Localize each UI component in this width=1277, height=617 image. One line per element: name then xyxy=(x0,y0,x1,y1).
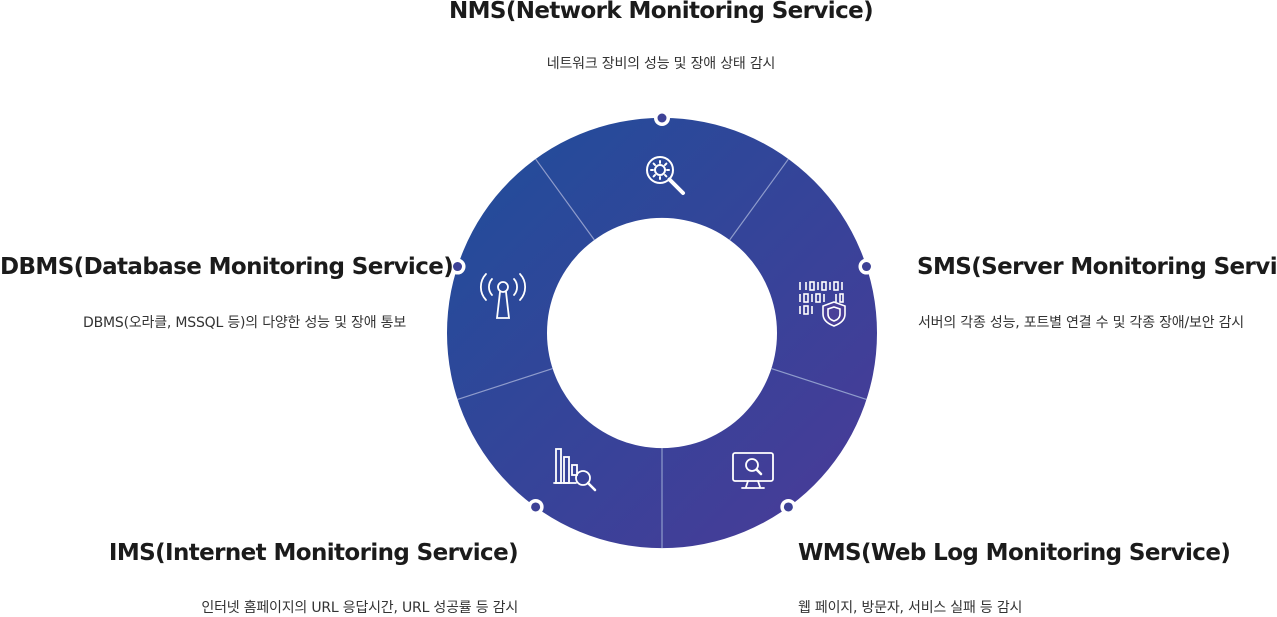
ims-description: 인터넷 홈페이지의 URL 응답시간, URL 성공률 등 감시 xyxy=(201,600,518,616)
antenna-icon xyxy=(479,273,527,319)
sms-description: 서버의 각종 성능, 포트별 연결 수 및 각종 장애/보안 감시 xyxy=(918,315,1244,331)
segment-divider xyxy=(457,367,553,401)
monitor-search-icon xyxy=(732,452,774,489)
connector-dot-core xyxy=(783,502,793,512)
segment-divider xyxy=(729,158,789,241)
gear-search-icon xyxy=(646,156,685,195)
ring-donut xyxy=(446,117,877,549)
dbms-description: DBMS(오라클, MSSQL 등)의 다양한 성능 및 장애 통보 xyxy=(83,315,406,331)
segment-divider xyxy=(535,158,595,241)
dbms-title: DBMS(Database Monitoring Service) xyxy=(0,254,454,280)
segment-dividers xyxy=(457,158,867,548)
connector-dot-core xyxy=(453,262,463,272)
sms-title: SMS(Server Monitoring Service) xyxy=(917,254,1277,280)
segment-divider xyxy=(771,367,867,401)
binary-shield-icon xyxy=(799,281,846,327)
connector-dot-core xyxy=(861,262,871,272)
connector-dots xyxy=(449,110,875,515)
connector-dot-core xyxy=(657,113,667,123)
ims-title: IMS(Internet Monitoring Service) xyxy=(108,540,519,566)
wms-title: WMS(Web Log Monitoring Service) xyxy=(798,540,1231,566)
wms-description: 웹 페이지, 방문자, 서비스 실패 등 감시 xyxy=(798,600,1023,616)
nms-title: NMS(Network Monitoring Service) xyxy=(448,0,874,24)
connector-dot-core xyxy=(531,502,541,512)
nms-description: 네트워크 장비의 성능 및 장애 상태 감시 xyxy=(546,56,776,72)
bar-chart-search-icon xyxy=(553,448,597,492)
